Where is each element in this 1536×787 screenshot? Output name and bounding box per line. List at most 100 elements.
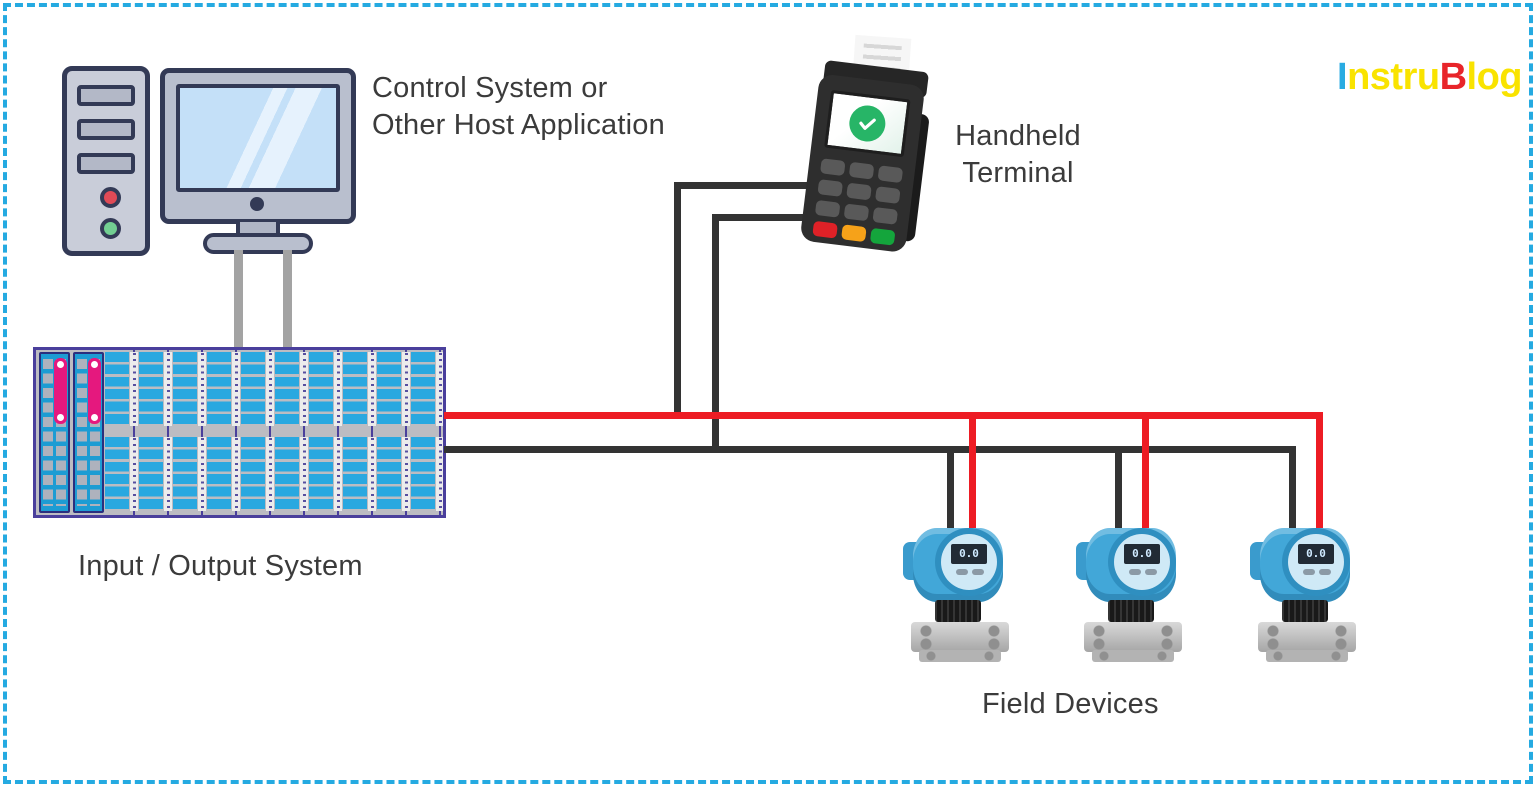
io-terminal-strip <box>402 352 410 426</box>
io-module-terminals <box>77 359 87 506</box>
io-module-column <box>411 352 443 426</box>
terminal-key <box>843 203 870 222</box>
io-terminal-strip <box>334 437 342 511</box>
io-status-led-strip <box>54 358 67 424</box>
io-separator <box>303 350 305 515</box>
io-controller-module <box>73 352 104 513</box>
io-module-terminals <box>56 359 66 506</box>
tower-drive-bay <box>77 85 135 106</box>
io-separator <box>235 350 237 515</box>
transmitter-manifold <box>911 622 1009 652</box>
io-terminal-strip <box>266 437 274 511</box>
io-system-label: Input / Output System <box>78 550 363 582</box>
io-module-column <box>207 437 241 511</box>
io-channel-block <box>105 437 129 511</box>
io-separator <box>269 350 271 515</box>
terminal-key <box>817 179 844 197</box>
io-channel-block <box>139 437 163 511</box>
io-module-column <box>241 437 275 511</box>
red-bus-wire <box>444 412 1323 419</box>
io-channel-block <box>343 437 367 511</box>
monitor-stand-base <box>203 233 313 254</box>
io-module-column <box>105 437 139 511</box>
io-module-column <box>275 352 309 426</box>
transmitter-neck <box>1282 600 1328 622</box>
io-terminal-strip <box>436 352 443 426</box>
tower-reset-button <box>100 218 121 239</box>
io-module-column <box>309 352 343 426</box>
io-terminal-strip <box>402 437 410 511</box>
transmitter-button <box>1129 569 1141 575</box>
handheld-terminal-illustration <box>797 29 942 256</box>
terminal-keypad <box>812 158 905 246</box>
io-terminal-strip <box>266 352 274 426</box>
io-separator <box>201 350 203 515</box>
io-channel-block <box>207 437 231 511</box>
io-channel-block <box>105 352 129 426</box>
io-terminal-strip <box>368 352 376 426</box>
io-separator <box>371 350 373 515</box>
io-terminal-strip <box>130 437 138 511</box>
transmitter-button <box>1303 569 1315 575</box>
io-module-column <box>411 437 443 511</box>
transmitter-flange <box>1266 650 1348 662</box>
tower-drive-bay <box>77 153 135 174</box>
terminal-wire-a <box>674 182 830 189</box>
io-channel-block <box>377 437 401 511</box>
io-module-column <box>343 352 377 426</box>
terminal-function-key <box>812 220 838 239</box>
red-drop-wire-2 <box>1142 415 1149 532</box>
field-devices-label: Field Devices <box>982 688 1159 720</box>
io-channel-block <box>139 352 163 426</box>
io-channel-block <box>411 437 435 511</box>
io-terminal-strip <box>232 437 240 511</box>
terminal-body <box>799 73 926 254</box>
io-separator <box>405 350 407 515</box>
terminal-wire-a <box>674 182 681 419</box>
instrublog-logo: InstruBlog <box>1337 56 1523 99</box>
transmitter-flange <box>919 650 1001 662</box>
io-channel-block <box>173 352 197 426</box>
logo-segment: nstru <box>1347 56 1440 98</box>
io-channel-block <box>275 352 299 426</box>
io-module-column <box>377 352 411 426</box>
io-module-column <box>139 437 173 511</box>
io-terminal-strip <box>198 352 206 426</box>
terminal-key <box>819 158 846 177</box>
transmitter-manifold <box>1258 622 1356 652</box>
io-separator <box>337 350 339 515</box>
io-module-column <box>173 437 207 511</box>
io-channel-block <box>343 352 367 426</box>
io-terminal-strip <box>300 437 308 511</box>
transmitter-lcd: 0.0 <box>951 544 987 564</box>
io-module-terminals <box>43 359 53 506</box>
control-system-label: Control System or Other Host Application <box>372 72 665 141</box>
terminal-key <box>877 165 904 184</box>
red-drop-wire-1 <box>969 415 976 532</box>
logo-segment: I <box>1337 56 1348 98</box>
terminal-key <box>814 199 841 218</box>
io-status-led-strip <box>88 358 101 424</box>
transmitter-lcd: 0.0 <box>1124 544 1160 564</box>
terminal-wire-b <box>712 214 719 453</box>
io-module-column <box>207 352 241 426</box>
red-drop-wire-3 <box>1316 412 1323 532</box>
transmitter-neck <box>935 600 981 622</box>
transmitter-button <box>1319 569 1331 575</box>
monitor-icon <box>160 68 356 224</box>
io-channel-block <box>411 352 435 426</box>
io-module-column <box>377 437 411 511</box>
transmitter-neck <box>1108 600 1154 622</box>
terminal-key <box>872 206 899 225</box>
terminal-key <box>848 161 875 180</box>
monitor-logo-dot <box>250 197 264 211</box>
io-channel-block <box>275 437 299 511</box>
io-terminal-strip <box>232 352 240 426</box>
io-module-column <box>343 437 377 511</box>
terminal-wire-b <box>712 214 830 221</box>
black-drop-wire-3 <box>1289 446 1296 532</box>
field-device-transmitter-3: 0.0 <box>1250 528 1362 664</box>
io-channel-block <box>173 437 197 511</box>
io-system-illustration <box>33 347 446 518</box>
